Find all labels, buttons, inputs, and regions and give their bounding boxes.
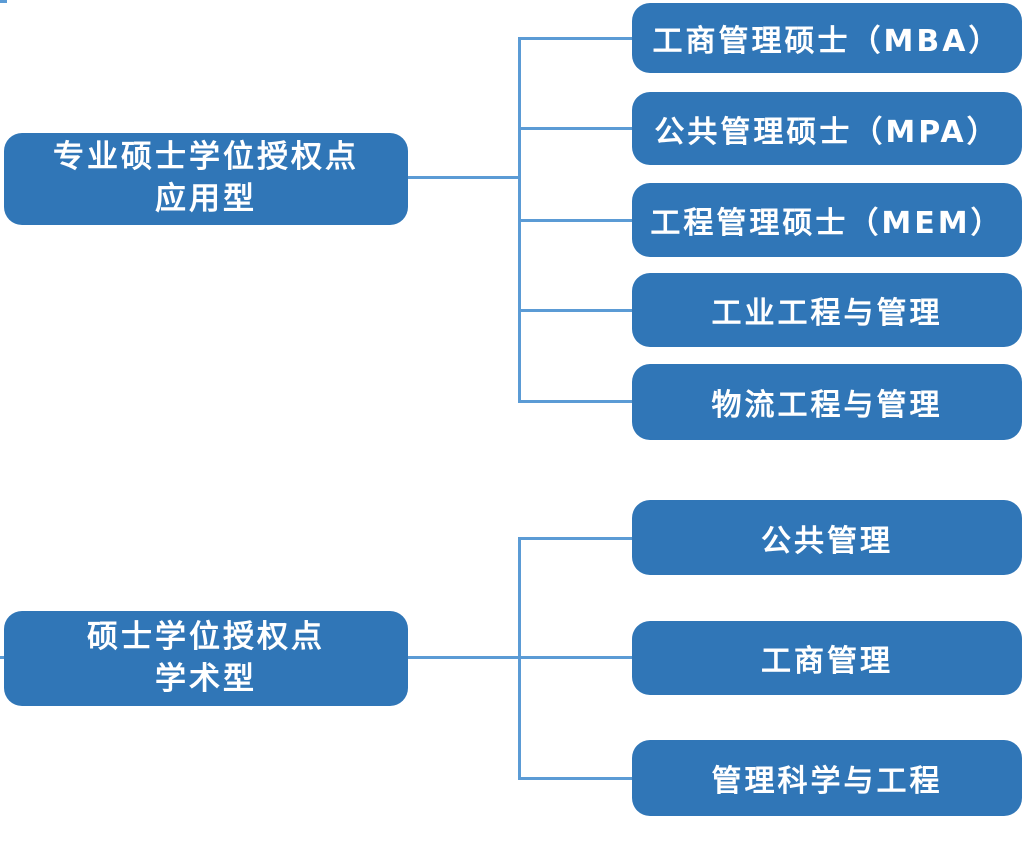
child-node-management-science-engineering: 管理科学与工程	[632, 740, 1022, 816]
connector-branch-group1-child1	[518, 37, 632, 40]
parent-node-label: 硕士学位授权点 学术型	[87, 617, 325, 701]
child-node-label: 物流工程与管理	[711, 388, 943, 423]
child-node-mba: 工商管理硕士（MBA）	[632, 3, 1022, 73]
connector-root-stub-group2	[0, 656, 7, 659]
child-node-label: 工业工程与管理	[711, 296, 943, 331]
parent-label-line2: 学术型	[155, 660, 257, 697]
parent-node-professional-degree: 专业硕士学位授权点 应用型	[4, 133, 408, 225]
child-node-label: 工商管理硕士（MBA）	[652, 24, 1002, 59]
child-node-label: 公共管理	[761, 523, 893, 559]
child-node-mem: 工程管理硕士（MEM）	[632, 183, 1022, 257]
child-node-label: 工商管理	[761, 644, 893, 679]
connector-branch-group1-child4	[518, 309, 632, 312]
child-node-mpa: 公共管理硕士（MPA）	[632, 92, 1022, 165]
parent-node-academic-degree: 硕士学位授权点 学术型	[4, 611, 408, 706]
connector-branch-group1-child5	[518, 400, 632, 403]
child-node-logistics-engineering: 物流工程与管理	[632, 364, 1022, 440]
connector-branch-group2-child1	[518, 537, 632, 540]
parent-node-label: 专业硕士学位授权点 应用型	[53, 137, 359, 221]
child-node-public-administration: 公共管理	[632, 500, 1022, 575]
child-node-business-administration: 工商管理	[632, 621, 1022, 695]
connector-branch-group1-child2	[518, 127, 632, 130]
parent-label-line2: 应用型	[155, 181, 257, 217]
connector-parent2-to-trunk	[406, 656, 521, 659]
child-node-label: 公共管理硕士（MPA）	[654, 114, 1000, 150]
connector-branch-group2-child3	[518, 777, 632, 780]
connector-parent1-to-trunk	[406, 176, 521, 179]
connector-branch-group2-child2	[518, 656, 632, 659]
parent-label-line1: 专业硕士学位授权点	[53, 139, 359, 176]
parent-label-line1: 硕士学位授权点	[87, 618, 325, 655]
connector-root-stub-group1	[0, 0, 7, 3]
connector-branch-group1-child3	[518, 219, 632, 222]
child-node-label: 管理科学与工程	[711, 764, 943, 799]
child-node-industrial-engineering: 工业工程与管理	[632, 273, 1022, 347]
child-node-label: 工程管理硕士（MEM）	[650, 206, 1004, 241]
